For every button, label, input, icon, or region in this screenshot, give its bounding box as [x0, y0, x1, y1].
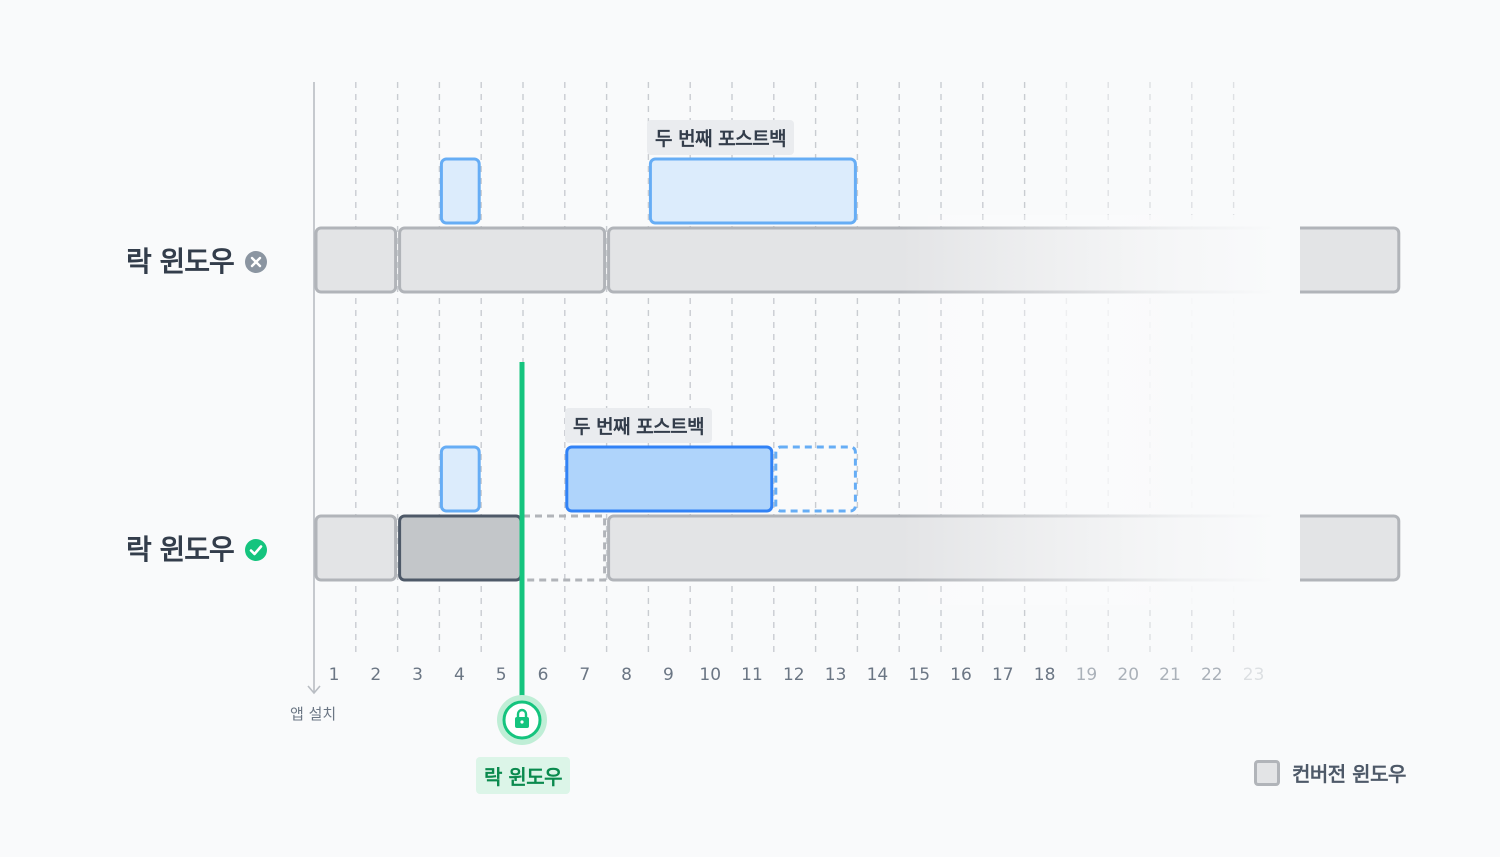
tick-label: 2 — [370, 665, 381, 685]
row-label-text: 락 윈도우 — [126, 533, 235, 566]
row-label-text: 락 윈도우 — [126, 245, 235, 278]
tick-label: 5 — [496, 665, 507, 685]
fade-overlay — [900, 215, 1300, 605]
legend-label: 컨버전 윈도우 — [1292, 762, 1406, 786]
x-circle-icon — [244, 248, 268, 273]
row-label-unlocked: 락 윈도우 — [126, 240, 268, 280]
conversion-window-bar — [398, 226, 607, 294]
tick-label: 7 — [579, 665, 590, 685]
legend-swatch — [1254, 759, 1280, 786]
tick-label: 13 — [825, 665, 847, 685]
second-postback-bar — [648, 157, 857, 225]
lock-marker — [497, 362, 547, 745]
tick-label: 10 — [699, 665, 721, 685]
tick-label: 16 — [950, 665, 972, 685]
tick-label: 4 — [454, 665, 465, 685]
tick-label: 22 — [1201, 665, 1223, 685]
conversion-window-bar — [314, 514, 398, 582]
time-axis — [307, 82, 321, 695]
row-label-locked: 락 윈도우 — [126, 528, 268, 568]
postback-bar — [439, 445, 481, 513]
tick-label: 20 — [1117, 665, 1139, 685]
tick-label: 14 — [867, 665, 889, 685]
axis-arrow — [307, 685, 321, 695]
tick-label: 11 — [741, 665, 763, 685]
axis-caption: 앱 설치 — [290, 705, 337, 723]
lock-icon — [515, 708, 529, 728]
tick-label: 12 — [783, 665, 805, 685]
lock-window-badge: 락 윈도우 — [476, 757, 571, 794]
tick-label: 19 — [1076, 665, 1098, 685]
tick-label: 15 — [908, 665, 930, 685]
postback-bar — [439, 157, 481, 225]
second-postback-bar-active — [565, 445, 774, 513]
tick-label: 8 — [621, 665, 632, 685]
second-postback-tag: 두 번째 포스트백 — [565, 408, 713, 443]
tick-label: 23 — [1243, 665, 1265, 685]
second-postback-tag: 두 번째 포스트백 — [647, 120, 795, 155]
tick-label: 3 — [412, 665, 423, 685]
conversion-window-bar — [314, 226, 398, 294]
check-circle-icon — [244, 536, 268, 561]
tick-label: 6 — [538, 665, 549, 685]
cut-window-outline — [521, 514, 607, 582]
tick-label: 9 — [663, 665, 674, 685]
lock-shackle — [516, 708, 528, 718]
tick-label: 21 — [1159, 665, 1181, 685]
tick-label: 1 — [329, 665, 340, 685]
tick-label: 17 — [992, 665, 1014, 685]
tick-label: 18 — [1034, 665, 1056, 685]
cut-postback-outline — [774, 445, 857, 513]
lock-keyhole — [520, 720, 524, 724]
locked-window-bar — [398, 514, 523, 582]
legend: 컨버전 윈도우 — [1254, 758, 1406, 787]
